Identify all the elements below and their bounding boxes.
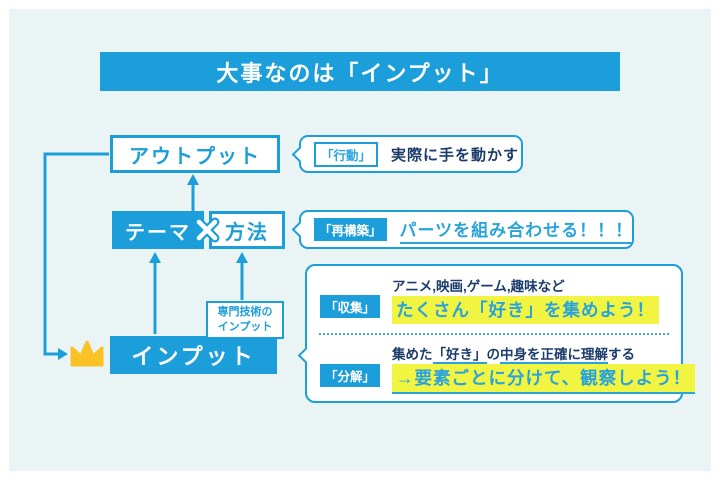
collect-decompose-bubble: 「収集」 アニメ,映画,ゲーム,趣味など たくさん「好き」を集めよう！ 「分解」…	[297, 264, 696, 403]
decompose-section: 「分解」 集めた「好き」の中身を正確に理解する →要素ごとに分けて、観察しよう！	[307, 335, 696, 402]
theme-box-label: テーマ	[125, 221, 191, 244]
rebuild-tag: 「再構築」	[314, 218, 387, 241]
multiply-icon	[194, 217, 220, 243]
output-box-label: アウトプット	[129, 145, 261, 168]
collect-tag: 「収集」	[320, 295, 381, 318]
decompose-line1-underline2: 中身を正確に理解	[500, 347, 609, 364]
collect-section: 「収集」 アニメ,映画,ゲーム,趣味など たくさん「好き」を集めよう！	[307, 266, 681, 333]
input-box: インプット	[110, 336, 277, 374]
action-text: 実際に手を動かす	[391, 146, 520, 164]
dotted-separator	[319, 333, 669, 335]
title-banner: 大事なのは「インプット」	[100, 52, 620, 91]
input-box-label: インプット	[131, 344, 256, 369]
title-text: 大事なのは「インプット」	[216, 60, 504, 86]
tech-note-line1: 専門技術の	[217, 306, 273, 318]
decompose-line2: →要素ごとに分けて、観察しよう！	[392, 364, 696, 394]
decompose-line1-underline1: 「好き」	[432, 347, 487, 364]
decompose-line1-mid: の	[486, 347, 501, 362]
decompose-tag: 「分解」	[320, 364, 381, 387]
tech-note-line2: インプット	[217, 320, 273, 333]
collect-line1: アニメ,映画,ゲーム,趣味など	[392, 279, 565, 294]
theme-box: テーマ	[112, 211, 204, 249]
tech-note: 専門技術の インプット	[206, 301, 284, 339]
rebuild-bubble: 「再構築」 パーツを組み合わせる！！！	[291, 210, 634, 249]
decompose-line1: 集めた「好き」の中身を正確に理解する	[392, 343, 695, 364]
collect-line2: たくさん「好き」を集めよう！	[392, 296, 660, 324]
rebuild-text: パーツを組み合わせる！！！	[399, 216, 634, 244]
infographic-panel: 大事なのは「インプット」 アウトプット テーマ 方法 専門技術の インプット イ…	[9, 9, 711, 471]
decompose-line1-post: する	[608, 347, 636, 362]
method-box: 方法	[209, 211, 285, 249]
crown-icon	[70, 340, 104, 367]
output-box: アウトプット	[110, 135, 280, 173]
method-box-label: 方法	[225, 221, 269, 244]
decompose-line1-pre: 集めた	[392, 347, 433, 362]
action-bubble: 「行動」 実際に手を動かす	[291, 135, 523, 173]
action-tag: 「行動」	[314, 141, 379, 167]
